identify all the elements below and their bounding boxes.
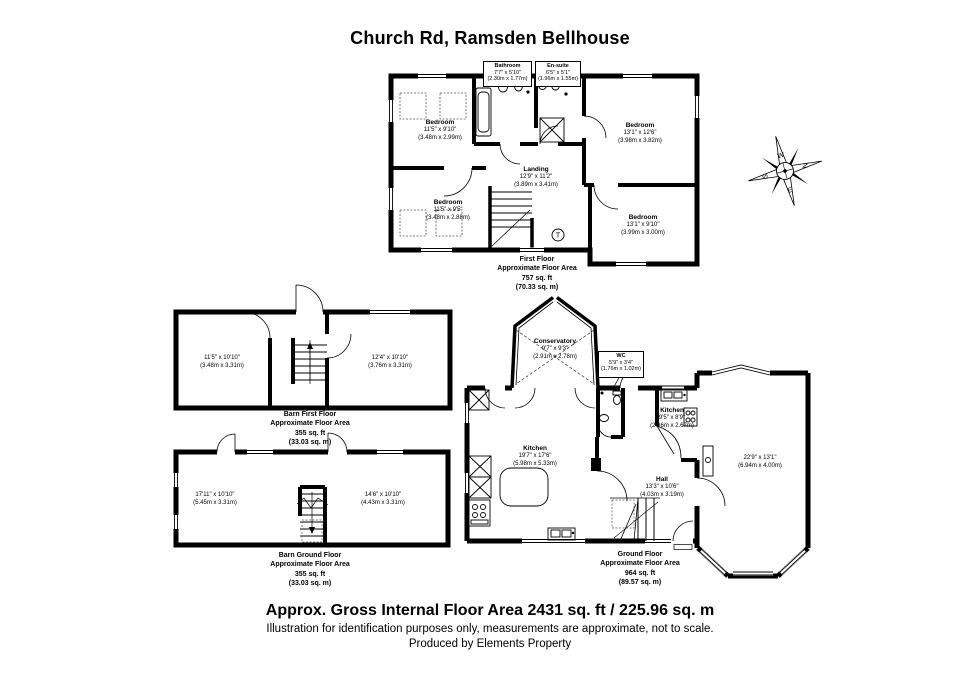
ensuite-name: En-suite — [547, 63, 569, 69]
compass-w: W — [777, 152, 786, 161]
room-label-conservatory: Conservatory 9'7" x 9'3" (2.91m x 2.78m) — [533, 337, 577, 361]
wc-dims-m: (1.76m x 1.02m) — [600, 366, 642, 373]
ground-floor-doors — [484, 369, 726, 550]
barn-first-windows — [296, 309, 410, 315]
compass-e: E — [787, 187, 794, 195]
conservatory-roof-lines — [515, 329, 595, 385]
ensuite-dims-m: (1.96m x 1.55m) — [537, 76, 579, 83]
room-label-kitchen-main: Kitchen 19'7" x 17'6" (5.98m x 5.33m) — [513, 444, 557, 468]
barn-ground-floor-drawing — [173, 432, 451, 548]
room-label-bedroom-bottom-right: Bedroom 13'1" x 9'10" (3.99m x 3.00m) — [621, 213, 665, 237]
page-title: Church Rd, Ramsden Bellhouse — [350, 28, 630, 48]
room-label-bedroom-bottom-left: Bedroom 11'5" x 9'5" (3.48m x 2.88m) — [426, 198, 470, 222]
ensuite-dims-ft: 6'5" x 5'1" — [545, 69, 571, 76]
hall-stairs — [610, 497, 660, 542]
conservatory-floor — [512, 296, 598, 388]
barn-ground-doors — [216, 432, 348, 453]
room-label-hall: Hall 13'3" x 10'6" (4.03m x 3.19m) — [640, 475, 684, 499]
room-label-bedroom-top-right: Bedroom 13'1" x 12'6" (3.98m x 3.82m) — [618, 121, 662, 145]
bathroom-dims-m: (2.30m x 1.77m) — [487, 76, 528, 83]
caption-ground-floor: Ground Floor Approximate Floor Area 964 … — [600, 551, 680, 587]
compass-rose: W E S N — [748, 136, 822, 206]
room-label-reception: 22'9" x 13'1" (6.94m x 4.00m) — [738, 455, 782, 469]
barn-first-stairs — [293, 340, 327, 384]
bathroom-callout: Bathroom 7'7" x 5'10" (2.30m x 1.77m) — [483, 61, 532, 87]
first-floor-walls — [388, 73, 700, 267]
compass-s: S — [763, 174, 770, 179]
barn-first-floor-drawing — [173, 284, 453, 411]
ground-floor-windows — [464, 364, 807, 576]
tank-symbol: T — [551, 228, 565, 242]
bathroom-dims-ft: 7'7" x 5'10" — [493, 69, 522, 76]
footer-credit: Produced by Elements Property — [408, 638, 572, 650]
first-floor-stairs — [490, 191, 532, 247]
caption-first-floor: First Floor Approximate Floor Area 757 s… — [497, 256, 577, 292]
room-label-landing: Landing 12'9" x 11'2" (3.89m x 3.41m) — [514, 165, 558, 189]
room-label-barn-first-left: 11'5" x 10'10" (3.48m x 3.31m) — [200, 355, 244, 369]
svg-text:T: T — [556, 233, 561, 240]
barn-first-doors — [243, 284, 352, 359]
wardrobe-outlines — [399, 92, 467, 237]
room-label-barn-ground-right: 14'6" x 10'10" (4.43m x 3.31m) — [361, 492, 405, 506]
room-label-bedroom-top-left: Bedroom 11'5" x 9'10" (3.48m x 2.99m) — [418, 118, 462, 142]
kitchen-fixtures — [468, 389, 576, 541]
wc-name: WC — [616, 353, 626, 359]
small-kitchen-fixtures — [660, 389, 698, 427]
wc-callout: WC 5'9" x 3'4" (1.76m x 1.02m) — [598, 351, 644, 378]
bathroom-name: Bathroom — [494, 63, 521, 69]
compass-n: N — [800, 163, 807, 168]
room-label-barn-first-right: 12'4" x 10'10" (3.76m x 3.31m) — [368, 355, 412, 369]
caption-barn-ground-floor: Barn Ground Floor Approximate Floor Area… — [270, 552, 350, 588]
ground-floor-plan-drawing — [464, 296, 811, 579]
first-floor-windows — [388, 73, 700, 267]
first-floor-plan-drawing: T — [388, 73, 700, 267]
barn-ground-windows — [173, 449, 403, 529]
ensuite-callout: En-suite 6'5" x 5'1" (1.96m x 1.55m) — [535, 61, 581, 87]
wc-dims-ft: 5'9" x 3'4" — [608, 359, 634, 366]
barn-ground-stairs — [296, 492, 329, 543]
room-label-kitchen-small: Kitchen 9'5" x 8'9" (2.86m x 2.67m) — [650, 406, 694, 430]
wc-fixtures — [599, 390, 622, 422]
barn-first-walls — [173, 309, 453, 411]
reception-fireplace — [702, 445, 714, 477]
caption-barn-first-floor: Barn First Floor Approximate Floor Area … — [270, 411, 350, 447]
footer-disclaimer: Illustration for identification purposes… — [266, 623, 714, 635]
room-label-barn-ground-left: 17'11" x 10'10" (5.45m x 3.31m) — [193, 492, 237, 506]
footer-area-summary: Approx. Gross Internal Floor Area 2431 s… — [265, 602, 715, 619]
